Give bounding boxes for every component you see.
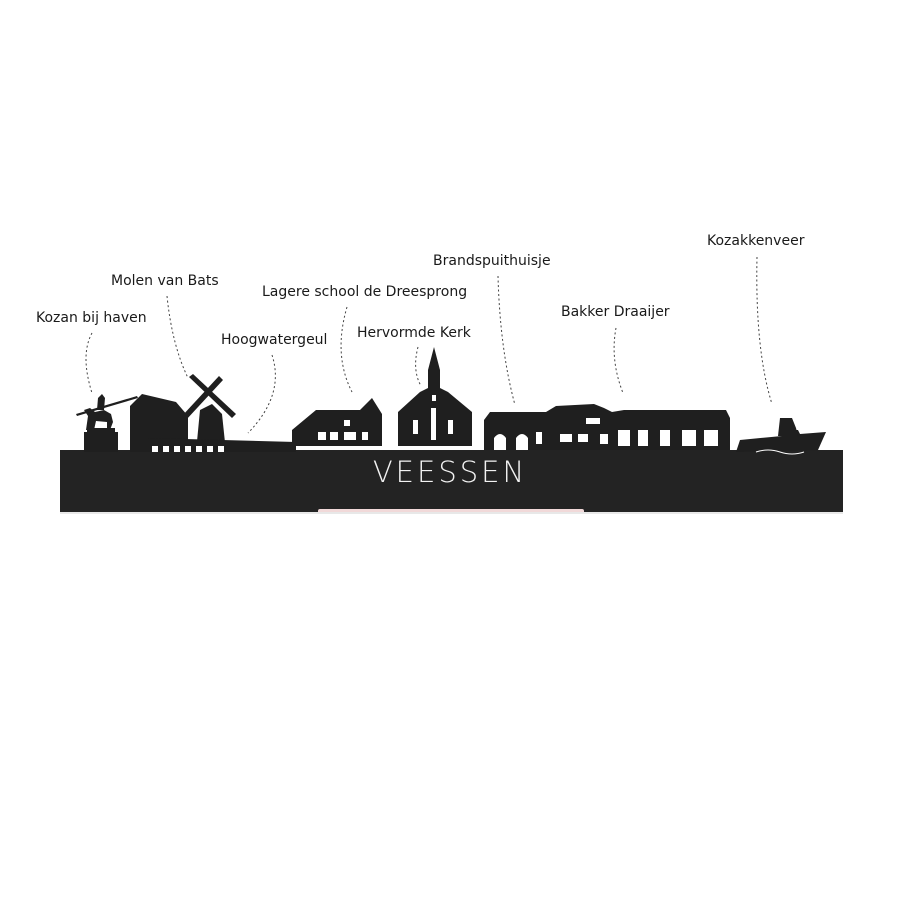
mill-barn <box>130 394 188 452</box>
stand-shadow <box>60 512 843 514</box>
ferry-hull <box>736 430 826 452</box>
cutouts <box>152 395 805 455</box>
label-bakker-draaijer: Bakker Draaijer <box>561 304 670 320</box>
rider <box>97 394 105 410</box>
label-molen-van-bats: Molen van Bats <box>111 273 219 289</box>
ferry-cabin <box>778 418 798 436</box>
leader-molen <box>166 295 189 379</box>
mill-sail-1 <box>189 374 236 418</box>
school-building <box>292 398 382 446</box>
mill-sail-2 <box>182 376 223 420</box>
leader-veer <box>756 256 773 405</box>
statue-pedestal <box>84 432 118 452</box>
leader-brandspuit <box>497 275 516 406</box>
label-hoogwatergeul: Hoogwatergeul <box>221 332 328 348</box>
base-bar <box>60 450 843 512</box>
leader-school <box>340 306 353 393</box>
label-kozan-bij-haven: Kozan bij haven <box>36 310 147 326</box>
leader-bakker <box>613 327 624 394</box>
horse-rider <box>84 408 113 430</box>
leader-hoogwater <box>247 354 276 434</box>
label-brandspuithuisje: Brandspuithuisje <box>433 253 551 269</box>
label-lagere-school: Lagere school de Dreesprong <box>262 284 468 300</box>
town-name-engraving: VEESSEN <box>372 455 528 489</box>
lance <box>76 396 138 416</box>
leader-kozan <box>85 332 93 394</box>
label-hervormde-kerk: Hervormde Kerk <box>357 325 471 341</box>
statue-pedestal-top <box>87 428 115 434</box>
leader-lines <box>85 256 773 434</box>
leader-kerk <box>415 346 422 387</box>
brandspuit-building <box>484 412 546 450</box>
label-kozakkenveer: Kozakkenveer <box>707 233 805 249</box>
